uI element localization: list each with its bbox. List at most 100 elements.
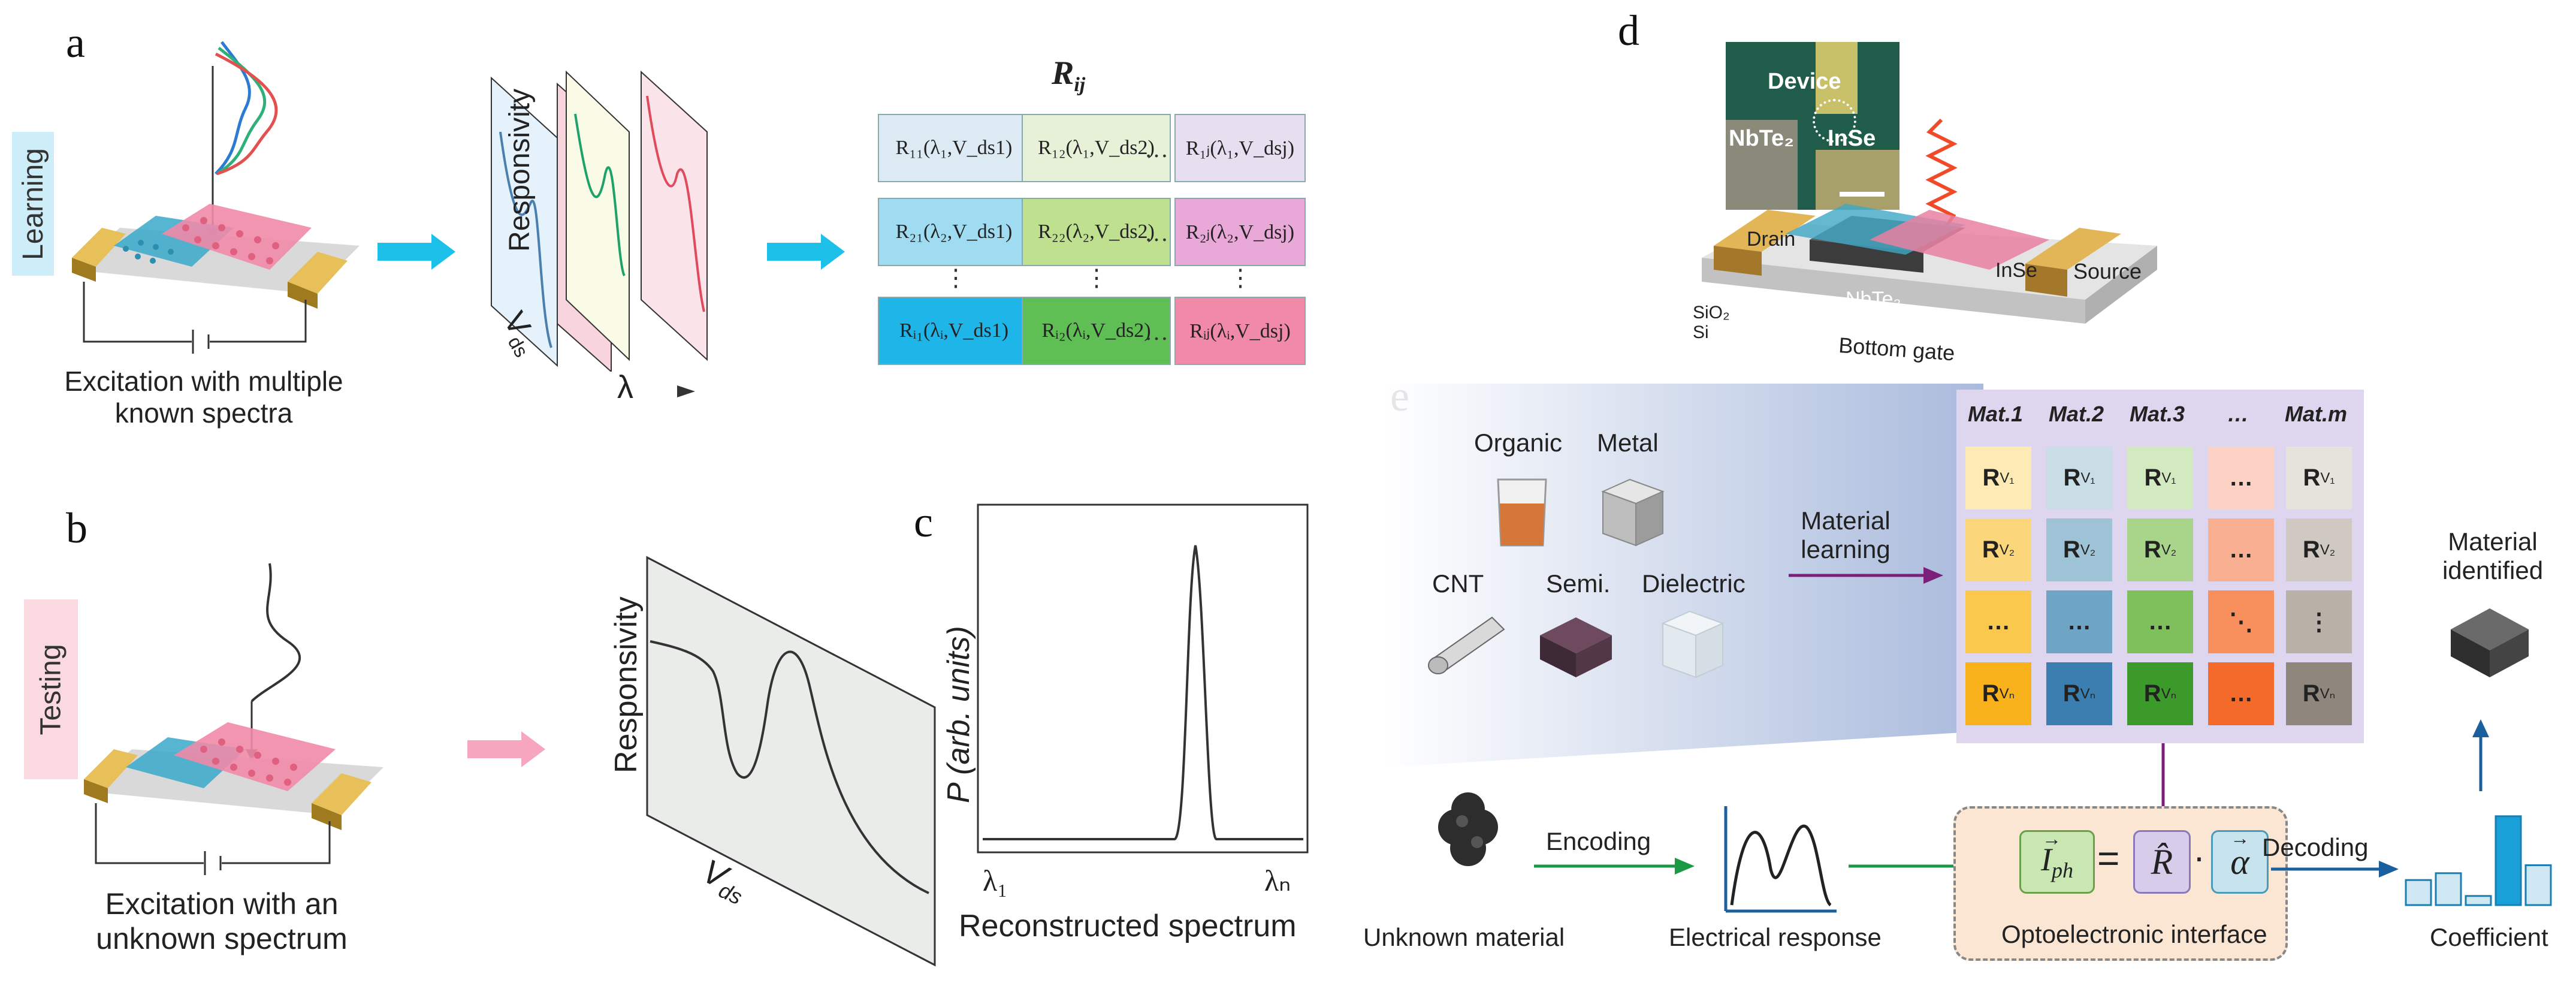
matrix-title: Rij <box>1052 54 1085 97</box>
eq-alpha-wrap: α→ <box>2230 827 2249 883</box>
device-sio2-label: SiO₂ <box>1693 303 1730 322</box>
micrograph-nbte2-label: NbTe₂ <box>1729 126 1795 151</box>
device-micrograph: Device NbTe₂ InSe <box>1726 42 1899 210</box>
material-learning-line1: Material <box>1801 506 1891 535</box>
coefficient-bar <box>2465 895 2492 906</box>
organic-beaker-icon <box>1497 478 1547 547</box>
spectrum-xlabel: Reconstructed spectrum <box>959 909 1297 943</box>
responsivity-sheets <box>491 70 708 372</box>
metal-cube-icon <box>1601 478 1665 547</box>
micrograph-inse-label: InSe <box>1828 126 1876 151</box>
mat-header-m: Mat.m <box>2284 402 2347 426</box>
semiconductor-crystal-icon <box>1540 617 1612 677</box>
learning-caption-line2: known spectra <box>114 397 293 429</box>
matrix-hdots-2: … <box>1144 219 1168 246</box>
identified-line2: identified <box>2442 556 2544 585</box>
matrix-cell-r2c3: R₂ⱼ(λ₂,V_dsj) <box>1174 198 1306 266</box>
identified-line1: Material <box>2448 527 2538 556</box>
testing-caption-line2: unknown spectrum <box>96 921 348 955</box>
learning-tag: Learning <box>12 132 54 276</box>
matrix-vdots-3: ⋮ <box>1228 264 1252 291</box>
metal-label: Metal <box>1597 429 1659 457</box>
unknown-material-label: Unknown material <box>1363 923 1565 951</box>
decoding-label: Decoding <box>2262 833 2369 861</box>
matrix-cell-r1c2: R₁₂(λ₁,V_ds2) <box>1022 114 1171 182</box>
eq-r: R̂ <box>2151 842 2173 882</box>
mat-cell-sub-r2c5: V₂ <box>2320 541 2336 558</box>
learning-device-illustration <box>72 41 360 354</box>
decoding-arrow <box>2271 861 2399 878</box>
device-si-label: Si <box>1693 322 1709 342</box>
testing-caption-line1: Excitation with an <box>105 887 339 921</box>
dielectric-cube-icon <box>1661 610 1725 679</box>
mat-cell-r3c4: ⋱ <box>2208 590 2274 653</box>
mat-cell-sub-r2c2: V₂ <box>2080 541 2096 558</box>
eq-ph-sub: ph <box>2051 858 2073 882</box>
matrix-cell-r1c1: R₁₁(λ₁,V_ds1) <box>878 114 1030 182</box>
spectrum-xstart: λ₁ <box>983 864 1008 897</box>
mat-cell-sub-r4c2: Vₙ <box>2080 686 2096 702</box>
micrograph-device-label: Device <box>1768 69 1841 94</box>
mat-header-2: Mat.2 <box>2048 402 2104 426</box>
device-source-label: Source <box>2073 259 2142 284</box>
testing-responsivity-sheet <box>646 556 936 967</box>
cnt-tube-icon <box>1428 616 1505 674</box>
micrograph-nbte2-flake <box>1726 120 1798 210</box>
eq-alpha-vector-icon: → <box>2230 827 2250 849</box>
eq-dot: · <box>2193 837 2205 877</box>
material-learning-line2: learning <box>1801 535 1891 564</box>
panel-label-d: d <box>1618 7 1639 55</box>
panel-label-a: a <box>66 19 85 67</box>
electrical-response-label: Electrical response <box>1669 923 1882 951</box>
testing-responsivity-label: Responsivity <box>609 596 644 773</box>
mat-cell-sub-r1c1: V₁ <box>2000 469 2015 486</box>
eq-alpha: α <box>2230 842 2249 882</box>
mat-cell-sub-r4c1: Vₙ <box>1999 686 2015 702</box>
eq-alpha-box: α→ <box>2211 827 2269 894</box>
mat-header-3: Mat.3 <box>2129 402 2185 426</box>
dielectric-label: Dielectric <box>1642 569 1745 598</box>
material-learning-arrow <box>1789 567 1943 584</box>
spectrum-ylabel: P (arb. units) <box>941 626 976 803</box>
matrix-title-sub: ij <box>1074 74 1086 97</box>
electrical-response-plot <box>1724 806 1837 913</box>
coefficient-bar-chart <box>2405 815 2552 906</box>
matrix-cell-r2c2: R₂₂(λ₂,V_ds2) <box>1022 198 1171 266</box>
mat-cell-r2c4: … <box>2208 518 2274 581</box>
device-nbte2-label: NbTe₂ <box>1846 288 1901 310</box>
mat-cell-r1c4: … <box>2208 447 2274 509</box>
matrix-vdots-1: ⋮ <box>944 264 968 291</box>
mat-cell-sub-r4c3: Vₙ <box>2161 686 2177 702</box>
cnt-label: CNT <box>1432 569 1484 598</box>
testing-arrow <box>467 731 545 767</box>
encoding-arrow <box>1534 858 1695 875</box>
coefficient-bar <box>2435 872 2462 906</box>
identified-material-icon <box>2451 608 2529 677</box>
spectrum-plot <box>977 503 1309 854</box>
coefficient-bar <box>2495 815 2522 906</box>
learning-responsivity-label: Responsivity <box>504 88 536 252</box>
mat-cell-sub-r2c1: V₂ <box>1999 541 2015 558</box>
testing-tag-label: Testing <box>35 643 67 735</box>
matrix-hdots-1: … <box>1144 135 1168 162</box>
eq-i-text: I <box>2041 842 2052 878</box>
learning-lambda-label: λ <box>617 369 633 405</box>
mat-cell-sub-r1c3: V₁ <box>2161 469 2176 486</box>
matrix-hdots-3: … <box>1144 318 1168 345</box>
spectrum-xend: λₙ <box>1264 864 1291 897</box>
mat-cell-r4c4: … <box>2208 662 2274 725</box>
micrograph-device-circle <box>1813 99 1856 143</box>
device-3d-illustration <box>1702 118 2157 324</box>
interface-label: Optoelectronic interface <box>2001 920 2267 948</box>
mat-cell-r3c5: ⋮ <box>2286 590 2352 653</box>
mat-cell-sub-r2c3: V₂ <box>2161 541 2177 558</box>
